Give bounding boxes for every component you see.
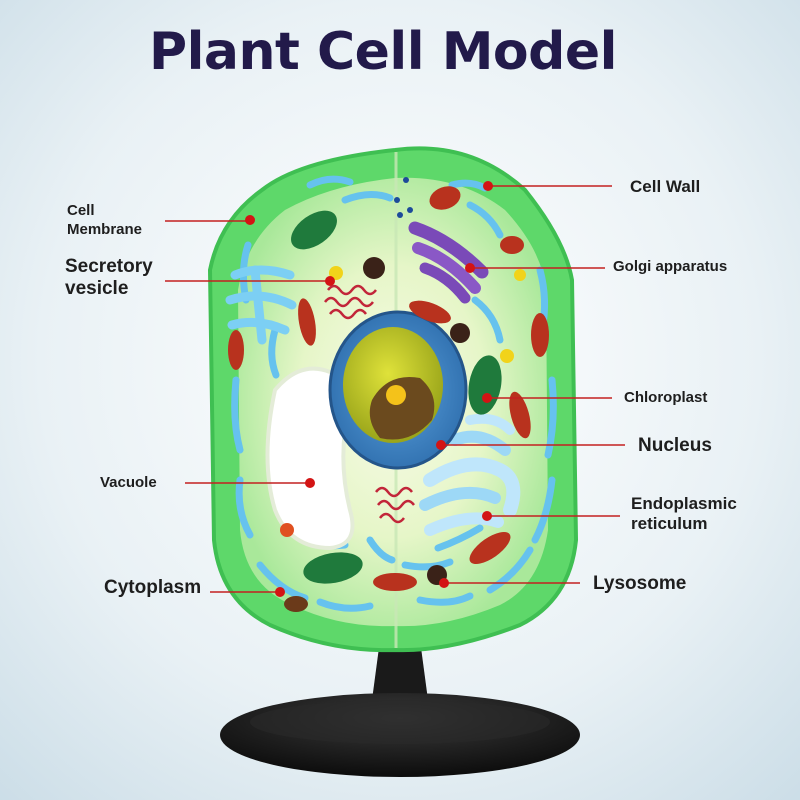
diagram-title: Plant Cell Model bbox=[149, 22, 617, 82]
golgi-apparatus bbox=[408, 221, 489, 304]
label-secretory-vesicle: Secretory vesicle bbox=[65, 256, 153, 300]
vacuole bbox=[265, 366, 355, 551]
label-cell-membrane-line2: Membrane bbox=[67, 220, 143, 238]
label-er-line2: reticulum bbox=[631, 513, 708, 533]
model-stand bbox=[220, 640, 580, 777]
label-golgi-apparatus: Golgi apparatus bbox=[613, 258, 728, 275]
nucleus bbox=[328, 310, 468, 470]
leader-lines bbox=[165, 185, 625, 593]
label-secretory-vesicle-line2: vesicle bbox=[65, 277, 129, 299]
label-vacuole: Vacuole bbox=[100, 474, 157, 491]
label-cell-membrane: Cell Membrane bbox=[67, 202, 142, 240]
label-cytoplasm: Cytoplasm bbox=[104, 577, 202, 598]
mitochondria bbox=[228, 186, 549, 612]
label-endoplasmic-reticulum: Endoplasmic reticulum bbox=[631, 494, 737, 533]
label-cell-wall: Cell Wall bbox=[630, 177, 701, 196]
label-chloroplast: Chloroplast bbox=[624, 389, 708, 406]
membrane-tubules bbox=[231, 175, 557, 612]
chloroplasts bbox=[291, 210, 502, 584]
label-nucleus: Nucleus bbox=[638, 435, 712, 456]
rough-er-right bbox=[419, 413, 521, 536]
label-secretory-vesicle-line1: Secretory bbox=[65, 256, 153, 277]
pointer-dots bbox=[245, 181, 493, 597]
label-er-line1: Endoplasmic bbox=[631, 494, 737, 513]
ribosome-clusters bbox=[324, 284, 415, 524]
label-lysosome: Lysosome bbox=[593, 573, 687, 594]
label-cell-membrane-line1: Cell bbox=[67, 202, 95, 219]
